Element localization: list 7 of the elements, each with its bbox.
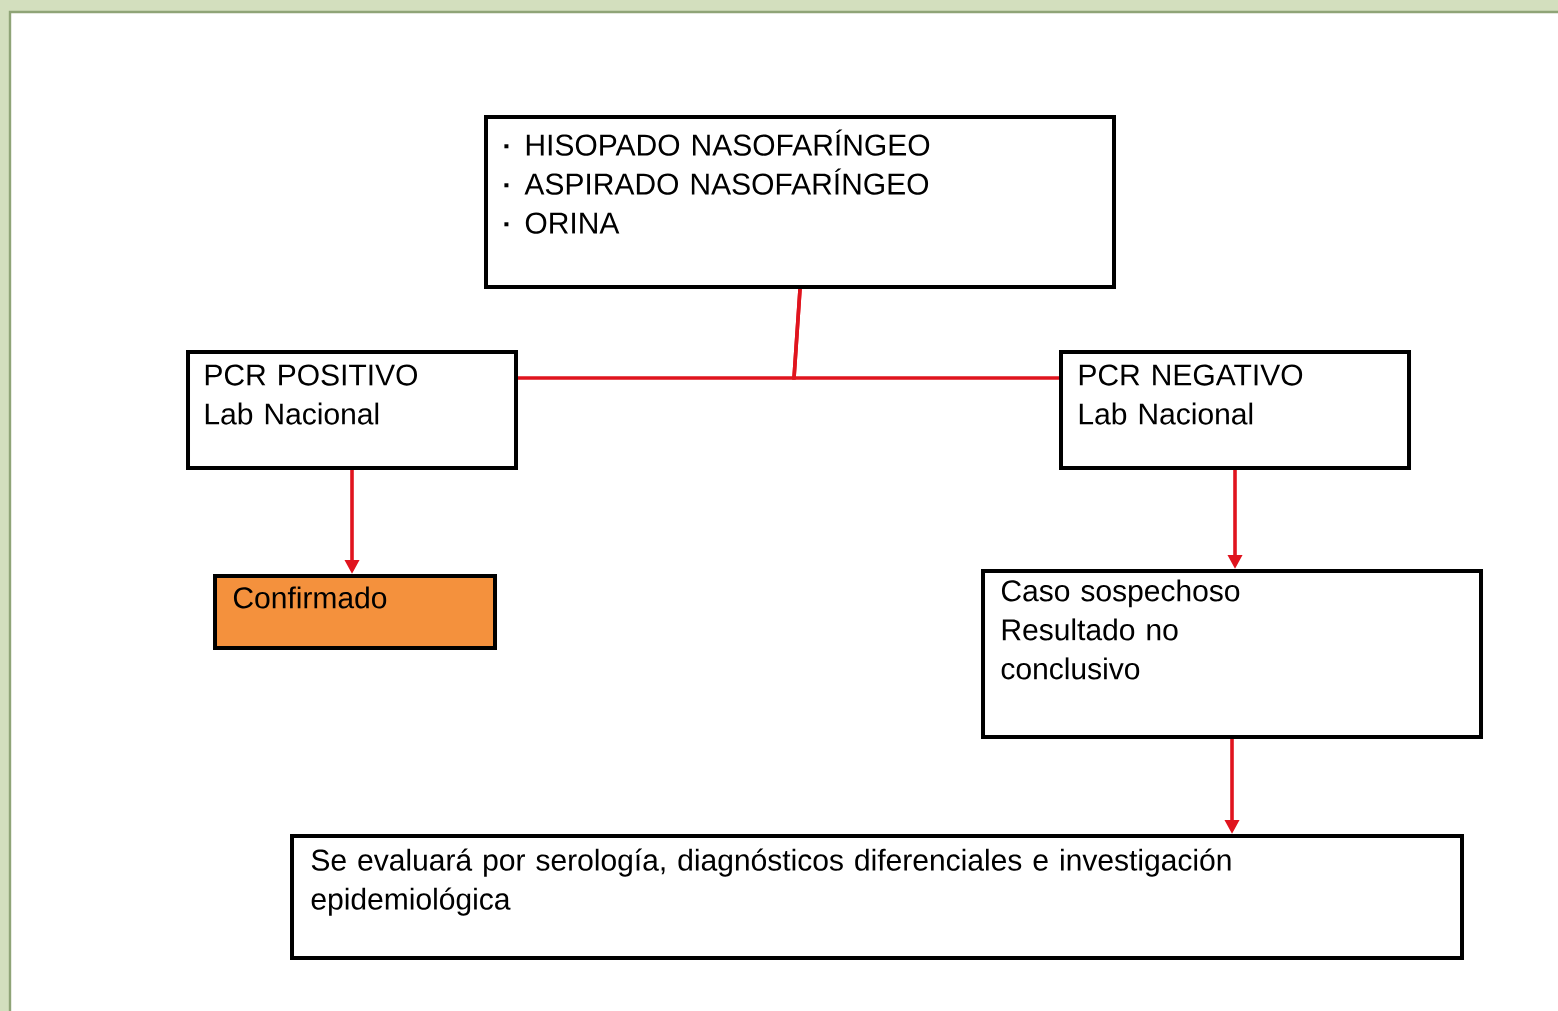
process-box: Se evaluará por serología, diagnósticos diferenciales e investigación epidemiológica <box>290 834 1464 960</box>
process-box: PCR NEGATIVO Lab Nacional <box>1059 350 1411 470</box>
process-box: PCR POSITIVO Lab Nacional <box>186 350 518 470</box>
process-box: Confirmado <box>213 574 497 650</box>
process-box: HISOPADO NASOFARÍNGEO ASPIRADO NASOFARÍNGEO ORINA <box>484 115 1116 289</box>
process-box: Caso sospechoso Resultado no conclusivo <box>981 569 1483 739</box>
connector-line <box>792 288 1059 380</box>
